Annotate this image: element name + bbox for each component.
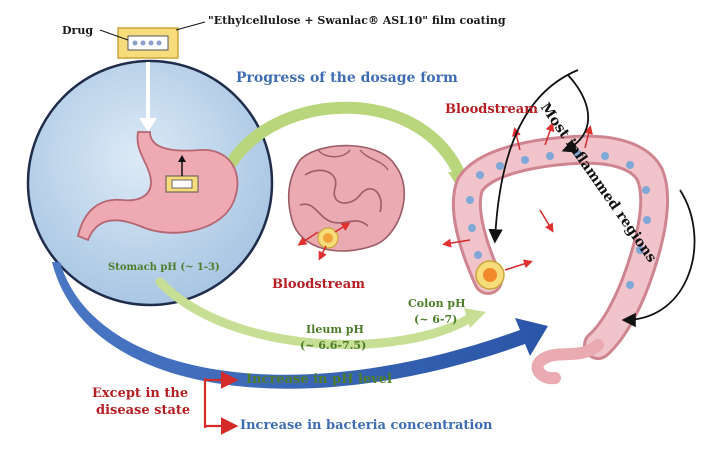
stomach-organ (76, 131, 239, 242)
increase-ph-label: Increase in pH level (246, 372, 392, 387)
drug-label: Drug (62, 24, 94, 37)
colon-ph-line1: Colon pH (408, 297, 466, 310)
stomach-ph-label: Stomach pH (~ 1-3) (108, 262, 220, 273)
white-down-arrow (139, 118, 157, 132)
small-intestine (287, 144, 405, 261)
bloodstream-ileum-label: Bloodstream (272, 277, 365, 292)
except-line2: disease state (96, 403, 191, 418)
colon-organ (442, 122, 670, 385)
tablet-core (127, 35, 169, 51)
green-bottom-arc (155, 277, 475, 349)
stomach-circle (26, 59, 274, 307)
ileum-ph-line1: Ileum pH (306, 323, 364, 336)
inflamed-arrow-1 (488, 69, 579, 244)
except-line1: Except in the (92, 386, 189, 401)
green-bottom-head (464, 308, 486, 328)
colon-ph-line2: (~ 6-7) (414, 313, 458, 326)
increase-bacteria-label: Increase in bacteria concentration (240, 418, 493, 433)
ileum-ph-line2: (~ 6.6-7.5) (300, 339, 367, 352)
bloodstream-colon-label: Bloodstream (445, 102, 538, 117)
coating-label: "Ethylcellulose + Swanlac® ASL10" film c… (208, 14, 506, 27)
progress-label: Progress of the dosage form (236, 70, 458, 86)
inflamed-arrow-3 (621, 189, 696, 328)
green-progress-arc (226, 101, 466, 181)
inflamed-arrow-2 (561, 74, 590, 153)
